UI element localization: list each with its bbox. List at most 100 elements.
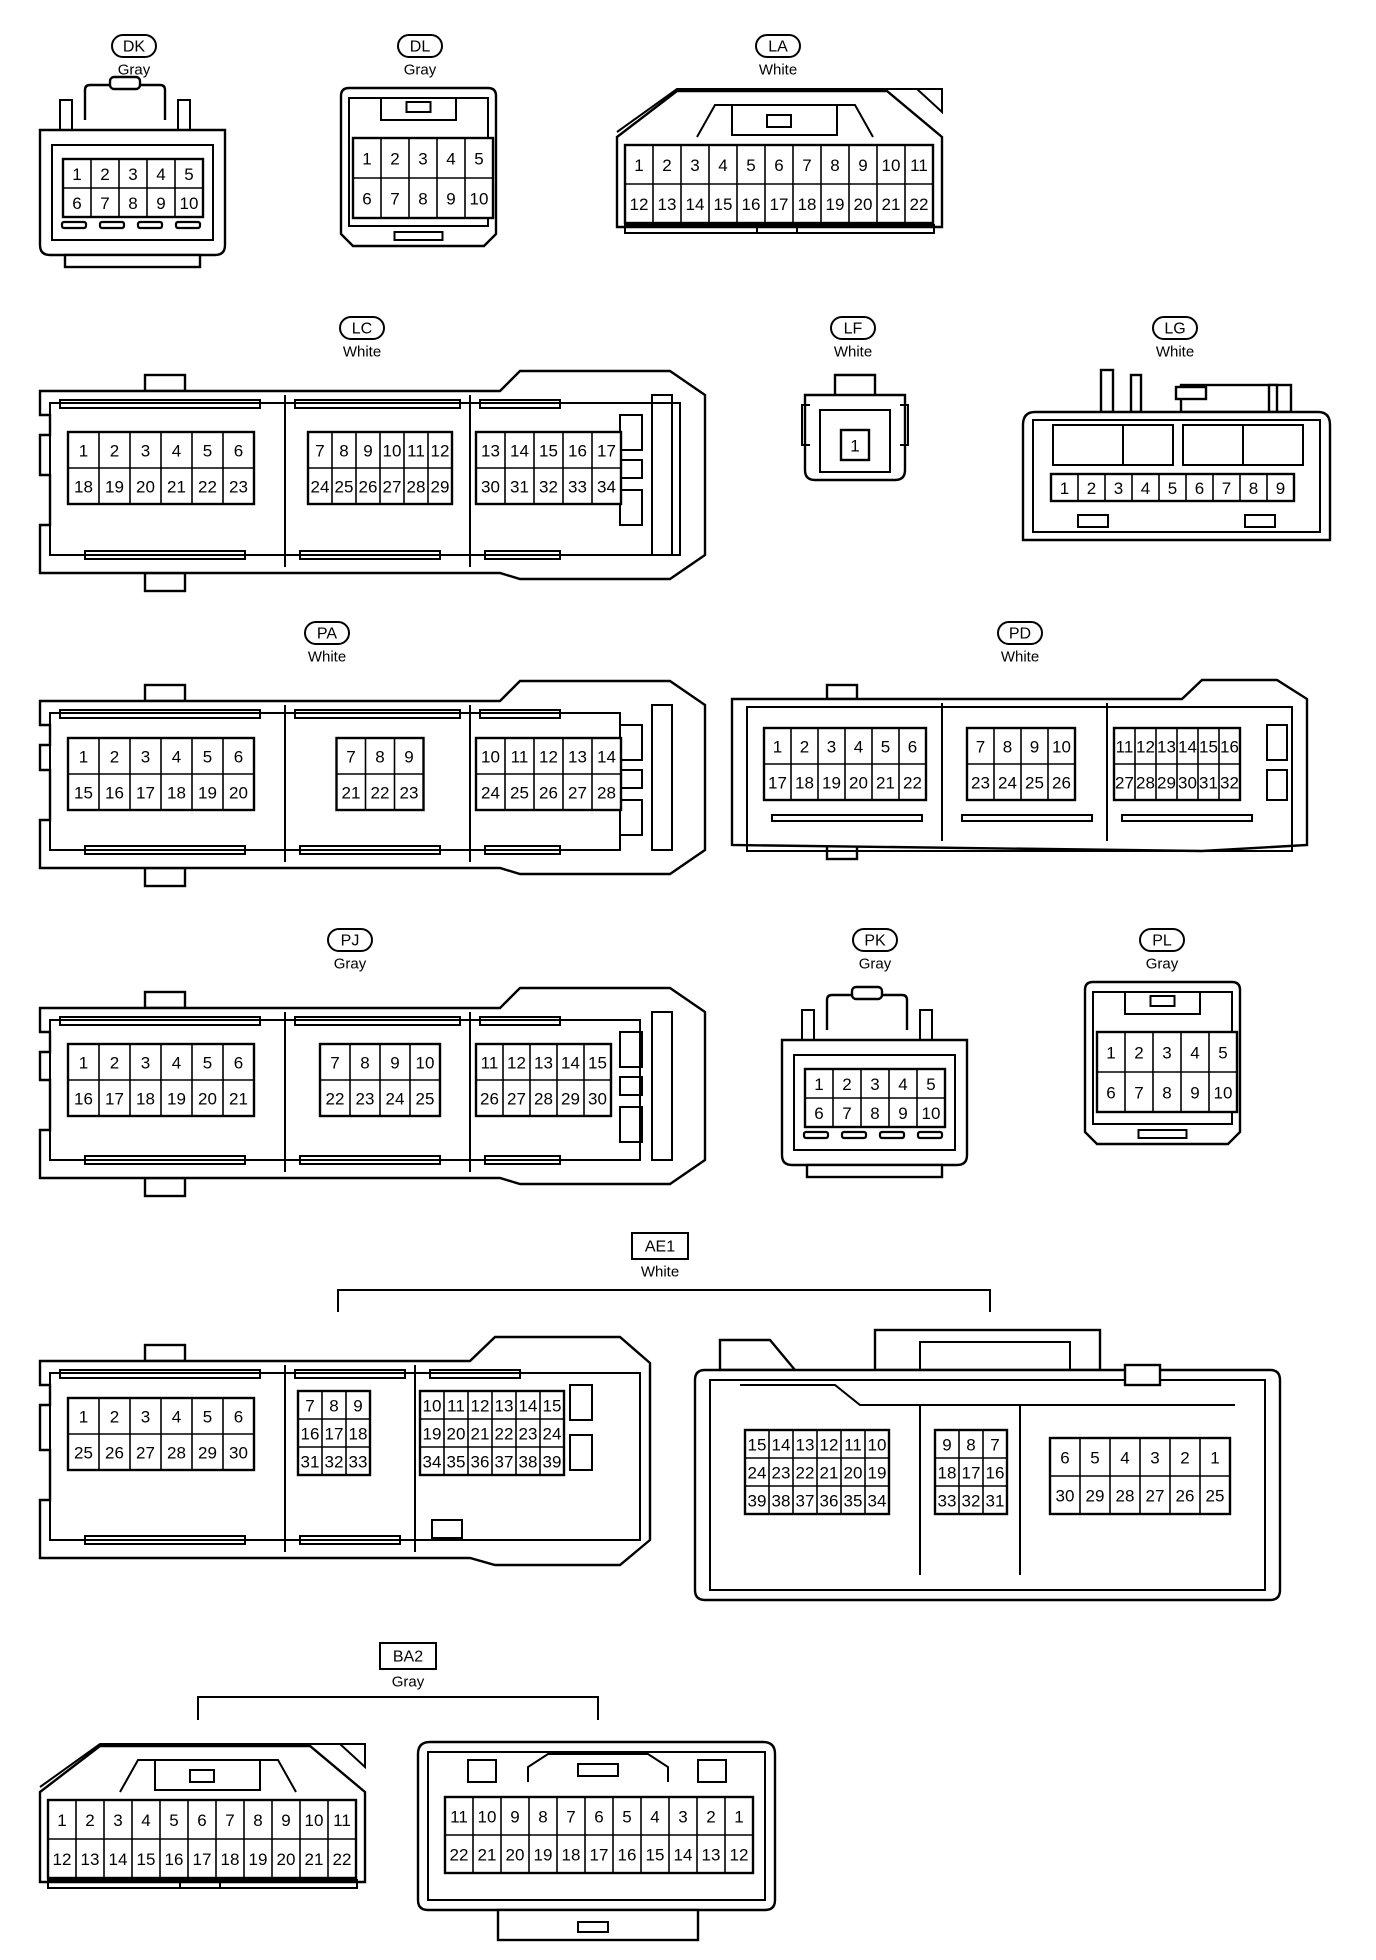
pin-number: 3 <box>128 165 137 184</box>
pin-number: 5 <box>926 1075 935 1094</box>
pin-number: 32 <box>1220 774 1239 793</box>
pin-number: 22 <box>326 1090 345 1109</box>
pin-number: 28 <box>1116 1487 1135 1506</box>
connector-color-label: White <box>641 1264 679 1281</box>
pin-number: 8 <box>339 442 348 461</box>
pin-number: 6 <box>1060 1449 1069 1468</box>
pin-number: 2 <box>110 442 119 461</box>
pin-number: 17 <box>597 442 616 461</box>
pin-number: 12 <box>539 748 558 767</box>
pin-number: 1 <box>634 156 643 175</box>
pin-number: 2 <box>110 1054 119 1073</box>
pin-number: 7 <box>315 442 324 461</box>
pin-number: 4 <box>141 1811 150 1830</box>
pin-number: 5 <box>746 156 755 175</box>
pin-number: 31 <box>301 1453 320 1472</box>
pin-number: 11 <box>407 442 425 461</box>
pin-number: 15 <box>714 195 733 214</box>
pin-number: 19 <box>198 784 217 803</box>
pin-number: 18 <box>221 1850 240 1869</box>
pin-number: 13 <box>81 1850 100 1869</box>
pin-number: 3 <box>870 1075 879 1094</box>
pin-number: 5 <box>881 738 890 757</box>
pin-number: 23 <box>519 1425 538 1444</box>
pin-number: 8 <box>360 1054 369 1073</box>
pin-number: 5 <box>474 150 483 169</box>
pin-number: 2 <box>390 150 399 169</box>
pin-number: 9 <box>281 1811 290 1830</box>
pin-number: 9 <box>446 190 455 209</box>
pin-number: 11 <box>450 1808 468 1827</box>
connector-color-label: Gray <box>392 1674 425 1691</box>
pin-number: 9 <box>898 1104 907 1123</box>
pin-number: 3 <box>418 150 427 169</box>
pin-number: 6 <box>1106 1084 1115 1103</box>
pin-number: 6 <box>234 1408 243 1427</box>
connector-color-label: Gray <box>334 956 367 973</box>
pin-number: 12 <box>1136 738 1155 757</box>
pin-number: 4 <box>172 1408 181 1427</box>
pin-number: 1 <box>362 150 371 169</box>
pin-number: 6 <box>774 156 783 175</box>
pin-number: 4 <box>898 1075 907 1094</box>
pin-number: 10 <box>868 1436 887 1455</box>
pin-number: 5 <box>203 1054 212 1073</box>
pin-number: 10 <box>305 1811 324 1830</box>
pin-number: 16 <box>568 442 587 461</box>
pin-number: 30 <box>1056 1487 1075 1506</box>
connector-color-label: Gray <box>859 956 892 973</box>
pin-number: 31 <box>510 478 529 497</box>
pin-number: 21 <box>882 195 901 214</box>
pin-number: 3 <box>827 738 836 757</box>
pin-number: 25 <box>335 478 354 497</box>
pin-number: 17 <box>590 1846 609 1865</box>
pin-number: 10 <box>882 156 901 175</box>
pin-number: 2 <box>706 1808 715 1827</box>
pin-number: 20 <box>277 1850 296 1869</box>
pin-number: 9 <box>510 1808 519 1827</box>
pin-number: 33 <box>349 1453 368 1472</box>
pin-number: 2 <box>100 165 109 184</box>
pin-number: 5 <box>1168 479 1177 498</box>
pin-number: 4 <box>172 442 181 461</box>
pin-number: 28 <box>167 1444 186 1463</box>
pin-number: 6 <box>908 738 917 757</box>
pin-number: 14 <box>519 1397 538 1416</box>
connector-id-label: LG <box>1164 321 1185 338</box>
pin-number: 6 <box>234 1054 243 1073</box>
pin-number: 20 <box>854 195 873 214</box>
pin-number: 32 <box>962 1492 981 1511</box>
pin-number: 8 <box>830 156 839 175</box>
pin-number: 2 <box>842 1075 851 1094</box>
pin-number: 5 <box>184 165 193 184</box>
pin-number: 8 <box>329 1397 338 1416</box>
pin-number: 27 <box>568 784 587 803</box>
pin-number: 25 <box>510 784 529 803</box>
pin-number: 17 <box>325 1425 344 1444</box>
pin-number: 8 <box>966 1436 975 1455</box>
pin-number: 11 <box>481 1054 499 1073</box>
pin-number: 18 <box>562 1846 581 1865</box>
pin-number: 13 <box>1157 738 1176 757</box>
pin-number: 26 <box>539 784 558 803</box>
pin-number: 21 <box>478 1846 497 1865</box>
pin-number: 24 <box>543 1425 562 1444</box>
connector-id-label: PA <box>317 626 337 643</box>
connector-id-label: LA <box>768 39 788 56</box>
pin-number: 20 <box>849 774 868 793</box>
pin-number: 5 <box>203 1408 212 1427</box>
pin-number: 27 <box>1115 774 1134 793</box>
pin-number: 9 <box>404 748 413 767</box>
pin-number: 34 <box>868 1492 887 1511</box>
pin-number: 7 <box>842 1104 851 1123</box>
pin-number: 8 <box>375 748 384 767</box>
connector-id-label: LC <box>352 321 372 338</box>
pin-number: 7 <box>100 194 109 213</box>
pin-number: 36 <box>471 1453 490 1472</box>
pin-number: 19 <box>249 1850 268 1869</box>
pin-number: 8 <box>538 1808 547 1827</box>
